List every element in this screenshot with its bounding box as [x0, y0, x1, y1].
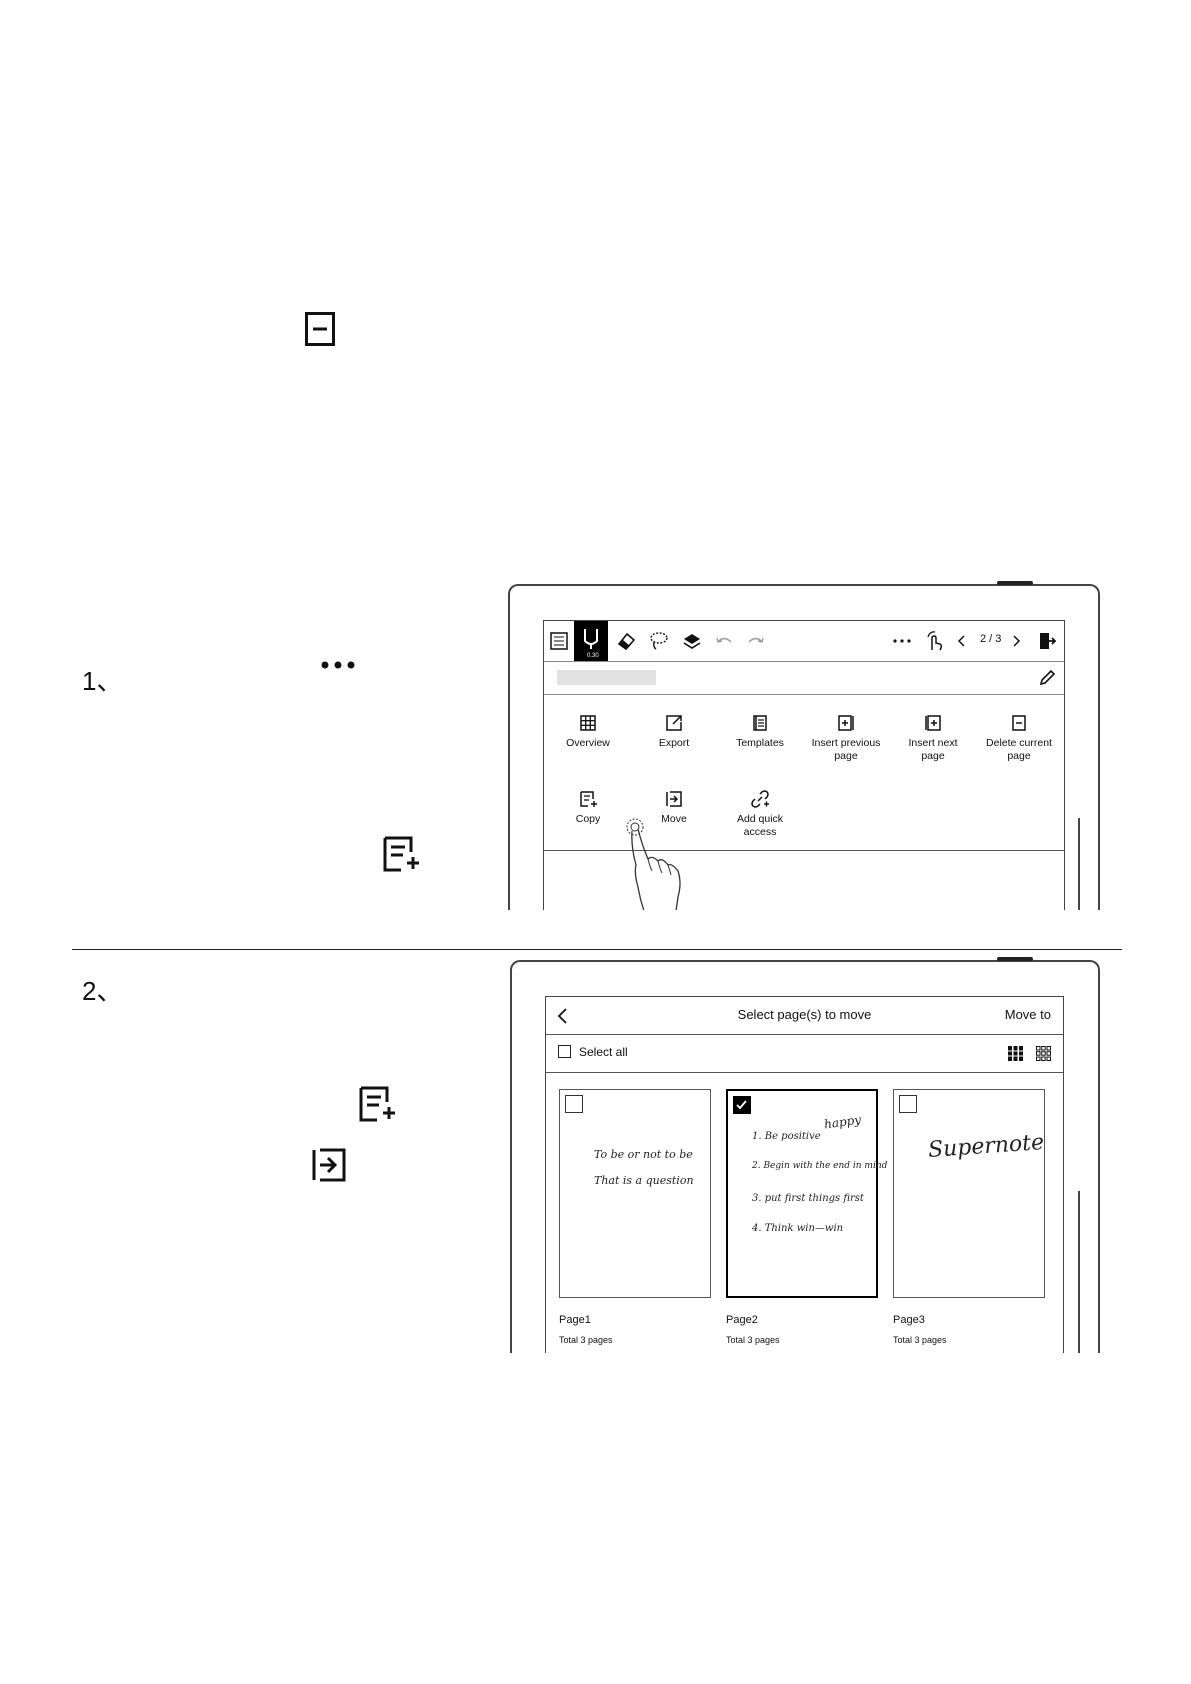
menu-item-label: Templates — [736, 737, 784, 749]
large-grid-view-icon[interactable] — [1008, 1046, 1023, 1061]
redo-icon[interactable] — [744, 629, 768, 653]
menu-item-insert-previous-page[interactable]: Insert previous page — [802, 713, 890, 763]
move-icon — [666, 791, 682, 807]
select-all-label[interactable]: Select all — [579, 1045, 628, 1059]
copy-icon — [383, 836, 419, 872]
note-title-field[interactable] — [557, 670, 656, 685]
page-name: Page1 — [559, 1314, 591, 1326]
check-icon — [736, 1100, 747, 1110]
power-button — [997, 581, 1033, 585]
lasso-icon[interactable] — [646, 629, 670, 653]
menu-item-label: Overview — [566, 737, 610, 749]
more-options-menu: Overview Export Templates Insert previou… — [544, 695, 1064, 851]
page-thumbnail-3[interactable]: Supernote — [893, 1089, 1045, 1298]
undo-icon[interactable] — [712, 629, 736, 653]
page-total: Total 3 pages — [726, 1335, 780, 1345]
page-title: Select page(s) to move — [737, 1007, 872, 1022]
device-side-line — [1078, 1191, 1080, 1353]
screen-2: Select page(s) to move Move to Select al… — [545, 996, 1064, 1353]
step-1-number: 1、 — [82, 666, 123, 696]
section-divider — [72, 949, 1122, 950]
hand-pointer-icon — [626, 818, 681, 910]
note-title-bar — [544, 662, 1064, 695]
insert-previous-page-icon — [838, 715, 854, 731]
menu-item-label: Copy — [575, 813, 601, 825]
select-all-checkbox[interactable] — [558, 1045, 571, 1058]
handwritten-line: 1. Be positive — [752, 1131, 821, 1142]
menu-item-move[interactable]: Move — [630, 789, 718, 826]
exit-icon[interactable] — [1035, 629, 1059, 653]
handwritten-line: 3. put first things first — [752, 1193, 864, 1204]
edit-pencil-icon[interactable] — [1038, 669, 1056, 687]
handwritten-line: To be or not to be — [594, 1148, 693, 1161]
menu-item-label: Insert next page — [908, 737, 958, 762]
next-page-icon[interactable] — [1004, 629, 1028, 653]
templates-icon — [753, 715, 767, 731]
menu-item-label: Add quick access — [736, 813, 784, 838]
menu-item-export[interactable]: Export — [630, 713, 718, 750]
menu-item-label: Export — [658, 737, 690, 749]
small-grid-view-icon[interactable] — [1036, 1046, 1051, 1061]
menu-item-add-quick-access[interactable]: Add quick access — [716, 789, 804, 839]
page-checkbox[interactable] — [565, 1095, 583, 1113]
toolbar: 0.30 2 / 3 — [544, 621, 1064, 662]
layers-icon[interactable] — [680, 629, 704, 653]
insert-next-page-icon — [925, 715, 941, 731]
previous-page-icon[interactable] — [950, 629, 974, 653]
copy-icon — [580, 791, 597, 807]
move-to-button[interactable]: Move to — [1004, 1007, 1051, 1022]
handwritten-line: That is a question — [594, 1174, 694, 1187]
menu-item-templates[interactable]: Templates — [716, 713, 804, 750]
page-total: Total 3 pages — [893, 1335, 947, 1345]
page-indicator: 2 / 3 — [980, 633, 1002, 645]
menu-item-insert-next-page[interactable]: Insert next page — [889, 713, 977, 763]
page-total: Total 3 pages — [559, 1335, 613, 1345]
step-2-number: 2、 — [82, 976, 123, 1006]
menu-item-delete-current-page[interactable]: Delete current page — [975, 713, 1063, 763]
more-options-icon — [321, 661, 355, 669]
page-name: Page2 — [726, 1314, 758, 1326]
delete-page-icon — [305, 312, 335, 346]
menu-item-label: Delete current page — [986, 737, 1052, 762]
back-arrow-icon[interactable] — [556, 1007, 570, 1025]
handwritten-line: 4. Think win—win — [752, 1223, 844, 1234]
more-options-icon[interactable] — [890, 629, 914, 653]
delete-page-icon — [1012, 715, 1026, 731]
copy-icon — [359, 1086, 395, 1122]
handwritten-line: 2. Begin with the end in mind — [752, 1161, 888, 1171]
pen-size-label: 0.30 — [587, 653, 599, 659]
menu-item-copy[interactable]: Copy — [544, 789, 632, 826]
page-thumbnail-1[interactable]: To be or not to be That is a question — [559, 1089, 711, 1298]
eraser-icon[interactable] — [614, 629, 638, 653]
move-icon — [312, 1148, 346, 1182]
power-button — [997, 957, 1033, 961]
screen-1: 0.30 2 / 3 — [543, 620, 1065, 910]
menu-item-label: Insert previous page — [811, 737, 881, 762]
touch-toggle-icon[interactable] — [922, 629, 946, 653]
pen-tool-button[interactable]: 0.30 — [574, 621, 608, 661]
page-thumbnail-2[interactable]: happy 1. Be positive 2. Begin with the e… — [726, 1089, 887, 1298]
page-checkbox[interactable] — [899, 1095, 917, 1113]
export-icon — [666, 715, 682, 731]
menu-item-overview[interactable]: Overview — [544, 713, 632, 750]
add-quick-access-icon — [751, 790, 769, 808]
selection-bar: Select all — [546, 1035, 1063, 1073]
toc-icon[interactable] — [547, 629, 571, 653]
handwritten-note: happy — [823, 1112, 862, 1132]
page-name: Page3 — [893, 1314, 925, 1326]
handwritten-line: Supernote — [927, 1129, 1045, 1164]
menu-item-label: Move — [661, 813, 687, 825]
device-side-line — [1078, 818, 1080, 910]
grid-icon — [580, 715, 596, 731]
page-checkbox-checked[interactable] — [733, 1096, 751, 1114]
move-pages-header: Select page(s) to move Move to — [546, 997, 1063, 1035]
